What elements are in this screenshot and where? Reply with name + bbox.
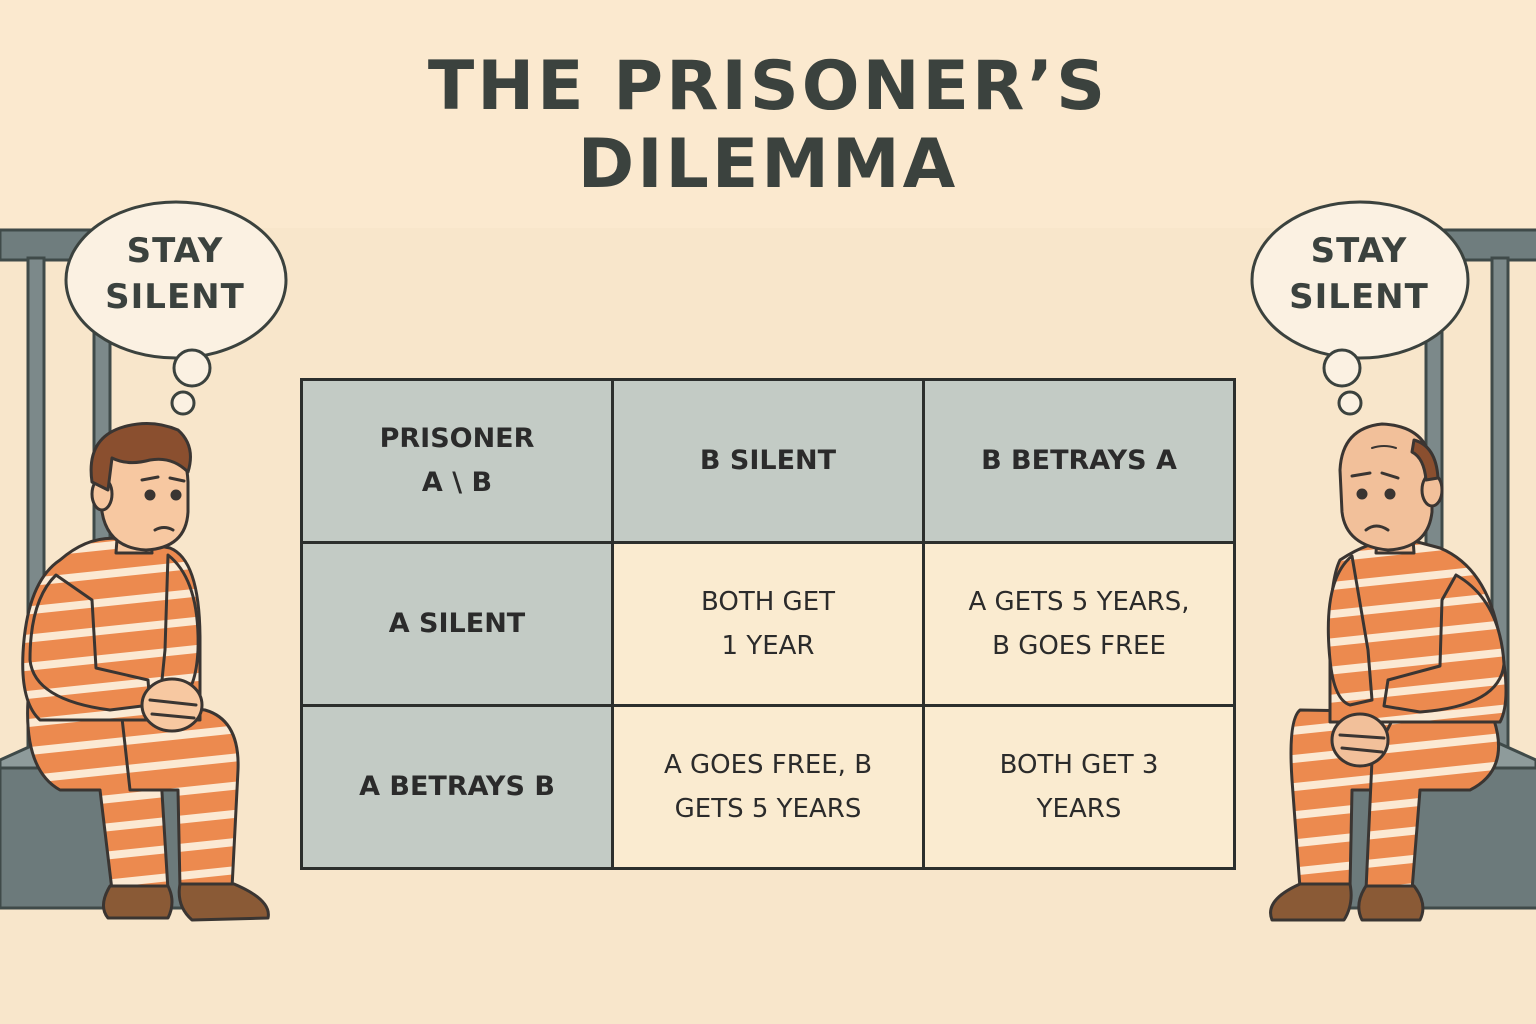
prisoner-b-thought: STAY SILENT bbox=[1284, 228, 1434, 320]
left-thought-bubble bbox=[64, 200, 288, 416]
outcome-a-betrays-b-silent: A GOES FREE, B GETS 5 YEARS bbox=[611, 704, 925, 870]
prisoner-b-thought-line-2: SILENT bbox=[1289, 277, 1429, 317]
col-header-b-betrays: B BETRAYS A bbox=[922, 378, 1236, 544]
outcome-a-silent-b-betrays: A GETS 5 YEARS, B GOES FREE bbox=[922, 541, 1236, 707]
corner-cell: PRISONER A \ B bbox=[300, 378, 614, 544]
title-line-2: DILEMMA bbox=[577, 125, 959, 204]
row-header-a-betrays: A BETRAYS B bbox=[300, 704, 614, 870]
corner-label-line-2: A \ B bbox=[421, 467, 493, 498]
outcome-line-2: GETS 5 YEARS bbox=[674, 794, 862, 824]
row-header-a-silent: A SILENT bbox=[300, 541, 614, 707]
prisoner-a-thought-line-2: SILENT bbox=[105, 277, 245, 317]
outcome-line-2: B GOES FREE bbox=[992, 631, 1166, 661]
header-band bbox=[0, 0, 1536, 228]
corner-label-line-1: PRISONER bbox=[379, 423, 535, 454]
col-header-b-silent: B SILENT bbox=[611, 378, 925, 544]
outcome-line-1: A GETS 5 YEARS, bbox=[968, 587, 1190, 617]
outcome-both-betray: BOTH GET 3 YEARS bbox=[922, 704, 1236, 870]
prisoner-a-thought: STAY SILENT bbox=[100, 228, 250, 320]
right-thought-bubble bbox=[1250, 200, 1470, 416]
prisoner-a-figure bbox=[21, 422, 270, 922]
prisoner-b-figure bbox=[1269, 422, 1508, 922]
page-title: THE PRISONER’S DILEMMA bbox=[0, 48, 1536, 204]
outcome-line-2: 1 YEAR bbox=[721, 631, 815, 661]
prisoner-a-thought-line-1: STAY bbox=[126, 231, 224, 271]
outcome-both-silent: BOTH GET 1 YEAR bbox=[611, 541, 925, 707]
outcome-line-1: A GOES FREE, B bbox=[663, 750, 873, 780]
payoff-matrix: PRISONER A \ B B SILENT B BETRAYS A A SI… bbox=[300, 378, 1236, 870]
title-line-1: THE PRISONER’S bbox=[427, 47, 1109, 126]
payoff-header-row: PRISONER A \ B B SILENT B BETRAYS A bbox=[300, 378, 1236, 544]
payoff-row-a-betrays: A BETRAYS B A GOES FREE, B GETS 5 YEARS … bbox=[300, 704, 1236, 870]
outcome-line-1: BOTH GET bbox=[701, 587, 835, 617]
payoff-row-a-silent: A SILENT BOTH GET 1 YEAR A GETS 5 YEARS,… bbox=[300, 541, 1236, 707]
prisoner-b-thought-line-1: STAY bbox=[1310, 231, 1408, 271]
outcome-line-1: BOTH GET 3 bbox=[999, 750, 1159, 780]
outcome-line-2: YEARS bbox=[1036, 794, 1122, 824]
